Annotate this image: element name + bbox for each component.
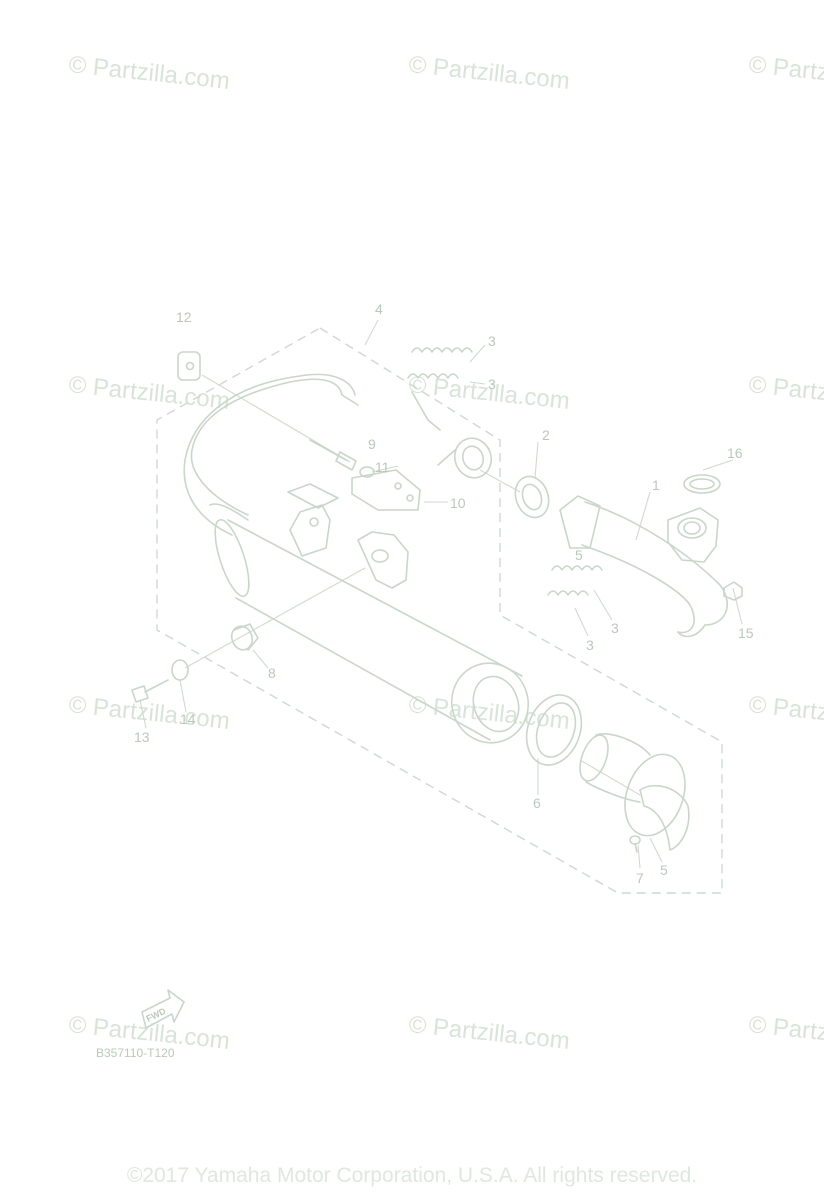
muffler-assembly	[183, 373, 529, 744]
inlet-sleeve	[437, 437, 493, 479]
callout-3: 3	[611, 620, 619, 636]
diagram-code: B357110-T120	[96, 1046, 175, 1060]
callout-4: 4	[375, 301, 383, 317]
springs-3-top	[407, 347, 473, 431]
callout-11: 11	[375, 459, 390, 475]
watermark: © Partzilla.com	[747, 1011, 824, 1055]
gasket-16	[683, 474, 721, 494]
watermark: © Partzilla.com	[407, 1011, 571, 1055]
nut-15	[723, 581, 743, 601]
callout-3: 3	[488, 376, 496, 392]
callout-5: 5	[660, 862, 668, 878]
tailpipe-5	[579, 733, 690, 851]
bracket-10	[287, 469, 421, 511]
callout-15: 15	[738, 625, 754, 641]
washer-11	[359, 466, 375, 478]
callout-9: 9	[368, 436, 376, 452]
springs-3-bottom	[547, 565, 603, 596]
gasket-6	[525, 694, 583, 766]
callout-2: 2	[542, 427, 550, 443]
watermark: © Partzilla.com	[747, 51, 824, 95]
callout-5: 5	[575, 547, 583, 563]
gasket-2	[514, 475, 550, 519]
callout-3: 3	[586, 637, 594, 653]
callout-13: 13	[134, 729, 150, 745]
watermark: © Partzilla.com	[67, 51, 231, 95]
screw-7	[629, 835, 641, 853]
callout-7: 7	[636, 870, 644, 886]
bolt-13	[131, 679, 169, 703]
leader-lines	[139, 319, 743, 869]
bolt-9	[309, 439, 357, 471]
callout-6: 6	[533, 795, 541, 811]
callout-numbers: 1 2 3 3 3 3 4 5 5 6 7 8 9 10 11 12 13 14…	[134, 301, 754, 886]
callout-1: 1	[652, 477, 660, 493]
damper-8	[230, 623, 259, 651]
watermark: © Partzilla.com	[747, 371, 824, 415]
exhaust-pipe-1	[559, 495, 729, 638]
callout-16: 16	[727, 445, 743, 461]
watermark: © Partzilla.com	[747, 691, 824, 735]
watermark: © Partzilla.com	[407, 51, 571, 95]
callout-12: 12	[176, 309, 192, 325]
callout-10: 10	[450, 495, 466, 511]
callout-3: 3	[488, 333, 496, 349]
callout-14: 14	[180, 711, 196, 727]
washer-14	[171, 659, 189, 681]
damper-12	[177, 351, 201, 381]
assembly-outline	[156, 327, 723, 894]
copyright-notice: ©2017 Yamaha Motor Corporation, U.S.A. A…	[126, 1164, 698, 1187]
callout-8: 8	[268, 665, 276, 681]
